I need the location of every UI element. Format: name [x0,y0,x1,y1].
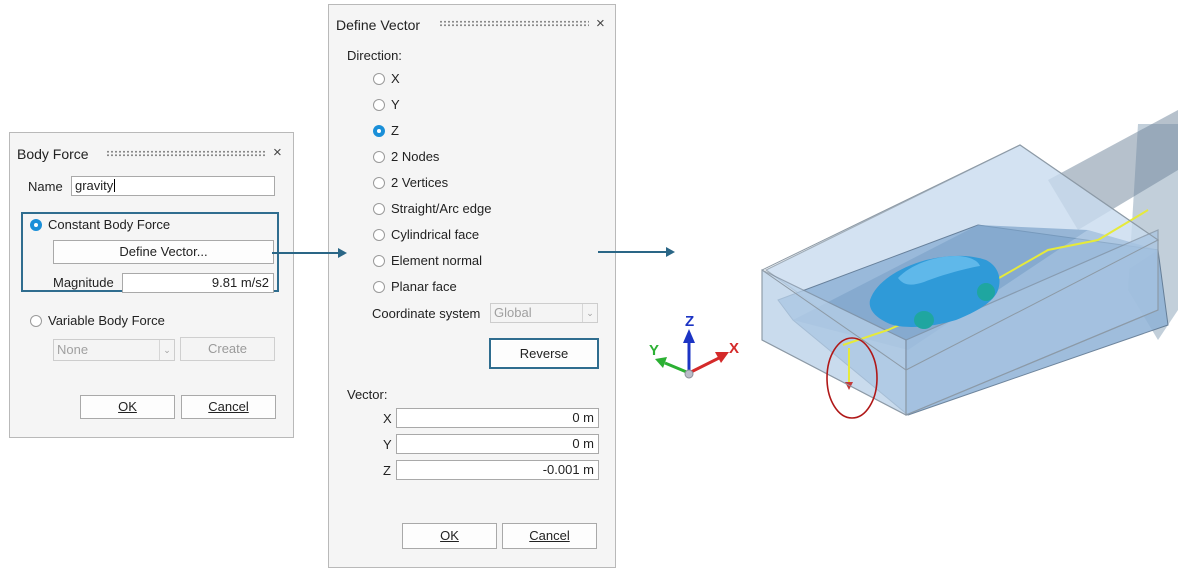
variable-body-force-select: None ⌄ [53,339,175,361]
direction-radio-y[interactable] [373,99,385,111]
drag-grip-icon[interactable] [106,150,266,157]
direction-radio-cylindrical-face[interactable] [373,229,385,241]
body-force-dialog: Body Force × Name gravity Constant Body … [9,132,294,438]
direction-label-straight-arc-edge: Straight/Arc edge [391,201,492,216]
direction-label-x: X [391,71,400,86]
cancel-button[interactable]: Cancel [502,523,597,549]
axis-x-label: X [729,340,739,357]
coordinate-system-select: Global ⌄ [490,303,598,323]
reverse-button[interactable]: Reverse [489,338,599,369]
magnitude-label: Magnitude [53,275,114,290]
body-force-title: Body Force [17,146,89,162]
chevron-down-icon: ⌄ [582,304,597,322]
vector-y-input[interactable]: 0 m [396,434,599,454]
wind-tunnel-model-view[interactable] [748,110,1178,570]
direction-label-element-normal: Element normal [391,253,483,268]
cancel-label: Cancel [529,528,570,543]
name-value: gravity [75,178,114,193]
direction-radio-2-nodes[interactable] [373,151,385,163]
vector-label: Vector: [347,387,388,402]
direction-radio-2-vertices[interactable] [373,177,385,189]
direction-radio-planar-face[interactable] [373,281,385,293]
ok-button[interactable]: OK [402,523,497,549]
close-icon[interactable]: × [273,144,282,161]
chevron-down-icon: ⌄ [159,340,174,360]
create-button: Create [180,337,275,361]
axis-y-label: Y [649,342,659,359]
car-model [869,255,1000,329]
magnitude-input[interactable]: 9.81 m/s2 [122,273,274,293]
constant-body-force-radio[interactable] [30,219,42,231]
name-input[interactable]: gravity [71,176,275,196]
vector-x-input[interactable]: 0 m [396,408,599,428]
cancel-label: Cancel [208,399,249,414]
gravity-callout-circle [826,337,878,419]
close-icon[interactable]: × [596,15,605,32]
coordinate-system-label: Coordinate system [372,306,481,321]
vector-x-label: X [383,411,392,426]
axis-z-label: Z [685,313,694,330]
vector-z-input[interactable]: -0.001 m [396,460,599,480]
direction-radio-element-normal[interactable] [373,255,385,267]
direction-label: Direction: [347,48,402,63]
direction-label-planar-face: Planar face [391,279,457,294]
drag-grip-icon[interactable] [439,20,589,27]
direction-radio-straight-arc-edge[interactable] [373,203,385,215]
ok-button[interactable]: OK [80,395,175,419]
define-vector-dialog: Define Vector × Direction: X Y Z 2 Nodes… [328,4,616,568]
variable-body-force-label: Variable Body Force [48,313,165,328]
direction-label-y: Y [391,97,400,112]
direction-radio-z[interactable] [373,125,385,137]
direction-label-2-nodes: 2 Nodes [391,149,440,164]
direction-radio-x[interactable] [373,73,385,85]
variable-select-value: None [57,342,89,357]
coordinate-system-value: Global [494,305,532,320]
ok-label: OK [440,528,459,543]
axis-triad: Z Y X [649,313,739,379]
direction-label-2-vertices: 2 Vertices [391,175,449,190]
constant-body-force-label: Constant Body Force [48,217,171,232]
direction-label-cylindrical-face: Cylindrical face [391,227,480,242]
gravity-path-line [842,209,1149,346]
text-cursor [114,179,116,192]
define-vector-title: Define Vector [336,17,421,33]
direction-label-z: Z [391,123,399,138]
ok-label: OK [118,399,137,414]
name-label: Name [28,179,63,194]
vector-z-label: Z [383,463,391,478]
define-vector-button[interactable]: Define Vector... [53,240,274,264]
vector-y-label: Y [383,437,392,452]
cancel-button[interactable]: Cancel [181,395,276,419]
variable-body-force-radio[interactable] [30,315,42,327]
